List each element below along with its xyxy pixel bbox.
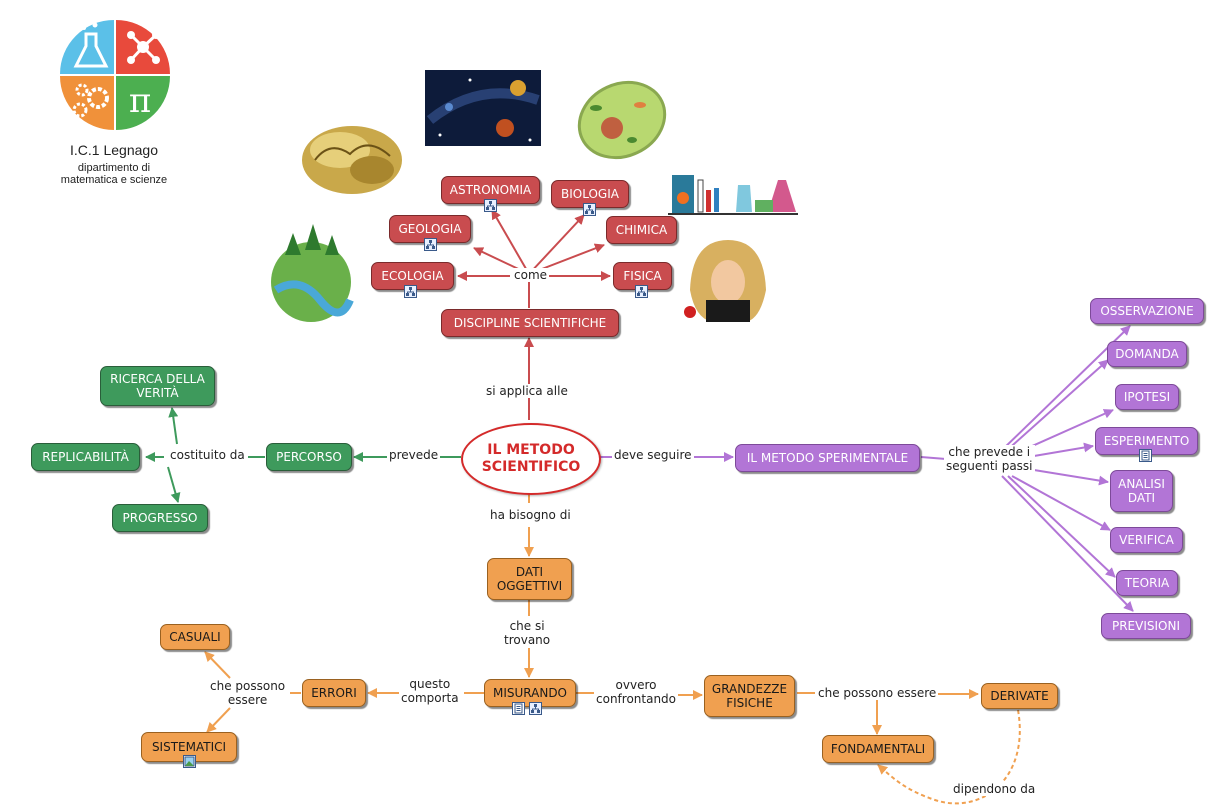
linked-document-icon[interactable] — [1139, 449, 1152, 462]
linked-document-icon[interactable] — [512, 702, 525, 715]
lab-glassware-image — [668, 175, 798, 215]
space-image — [425, 70, 541, 146]
scientist-newton-image — [684, 240, 766, 322]
linked-image-icon[interactable] — [183, 755, 196, 768]
link-label-che-prevede: che prevede i seguenti passi — [944, 445, 1035, 473]
link-label-si-applica: si applica alle — [484, 384, 570, 398]
node-ricerca-verita[interactable]: RICERCA DELLA VERITÀ — [100, 366, 215, 406]
node-grandezze-fisiche[interactable]: GRANDEZZE FISICHE — [704, 675, 795, 717]
earth-forest-image — [271, 224, 354, 322]
node-previsioni[interactable]: PREVISIONI — [1101, 613, 1191, 639]
node-osservazione[interactable]: OSSERVAZIONE — [1090, 298, 1204, 324]
node-percorso[interactable]: PERCORSO — [266, 443, 352, 471]
node-errori[interactable]: ERRORI — [302, 679, 366, 707]
node-dati-oggettivi[interactable]: DATI OGGETTIVI — [487, 558, 572, 600]
linked-map-icon[interactable] — [583, 203, 596, 216]
node-misurando[interactable]: MISURANDO — [484, 679, 576, 707]
node-biologia[interactable]: BIOLOGIA — [551, 180, 629, 208]
link-label-che-si-trovano: che si trovano — [502, 619, 553, 647]
linked-map-icon[interactable] — [424, 238, 437, 251]
node-ipotesi[interactable]: IPOTESI — [1115, 384, 1179, 410]
node-progresso[interactable]: PROGRESSO — [112, 504, 208, 532]
node-verifica[interactable]: VERIFICA — [1110, 527, 1183, 553]
link-label-come: come — [512, 268, 550, 282]
node-ecologia[interactable]: ECOLOGIA — [371, 262, 454, 290]
school-logo: π — [60, 20, 170, 130]
central-topic[interactable]: IL METODO SCIENTIFICO — [461, 423, 601, 495]
svg-text:π: π — [129, 81, 151, 121]
node-discipline-scientifiche[interactable]: DISCIPLINE SCIENTIFICHE — [441, 309, 619, 337]
fossil-image — [302, 126, 402, 194]
link-label-che-possono-essere-2: che possono essere — [816, 686, 939, 700]
node-fondamentali[interactable]: FONDAMENTALI — [822, 735, 934, 763]
link-label-ha-bisogno-di: ha bisogno di — [488, 508, 573, 522]
linked-map-icon[interactable] — [635, 285, 648, 298]
node-teoria[interactable]: TEORIA — [1116, 570, 1178, 596]
link-label-che-possono-essere: che possono essere — [208, 679, 288, 707]
linked-map-icon[interactable] — [484, 199, 497, 212]
link-label-questo-comporta: questo comporta — [399, 677, 461, 705]
node-metodo-sperimentale[interactable]: IL METODO SPERIMENTALE — [735, 444, 920, 472]
link-label-costituito-da: costituito da — [168, 448, 247, 462]
node-replicabilita[interactable]: REPLICABILITÀ — [31, 443, 140, 471]
link-label-dipendono-da: dipendono da — [951, 782, 1038, 796]
link-label-deve-seguire: deve seguire — [612, 448, 694, 462]
logo-title: I.C.1 Legnago — [70, 142, 158, 158]
node-casuali[interactable]: CASUALI — [160, 624, 230, 650]
link-label-ovvero-confrontando: ovvero confrontando — [594, 678, 679, 706]
node-derivate[interactable]: DERIVATE — [981, 683, 1058, 709]
logo-subtitle: dipartimento di matematica e scienze — [60, 162, 168, 186]
link-label-prevede: prevede — [387, 448, 441, 462]
linked-map-icon[interactable] — [404, 285, 417, 298]
node-analisi-dati[interactable]: ANALISI DATI — [1110, 470, 1173, 512]
node-domanda[interactable]: DOMANDA — [1107, 341, 1187, 367]
cell-image — [577, 80, 667, 160]
node-chimica[interactable]: CHIMICA — [606, 216, 677, 244]
linked-map-icon[interactable] — [529, 702, 542, 715]
